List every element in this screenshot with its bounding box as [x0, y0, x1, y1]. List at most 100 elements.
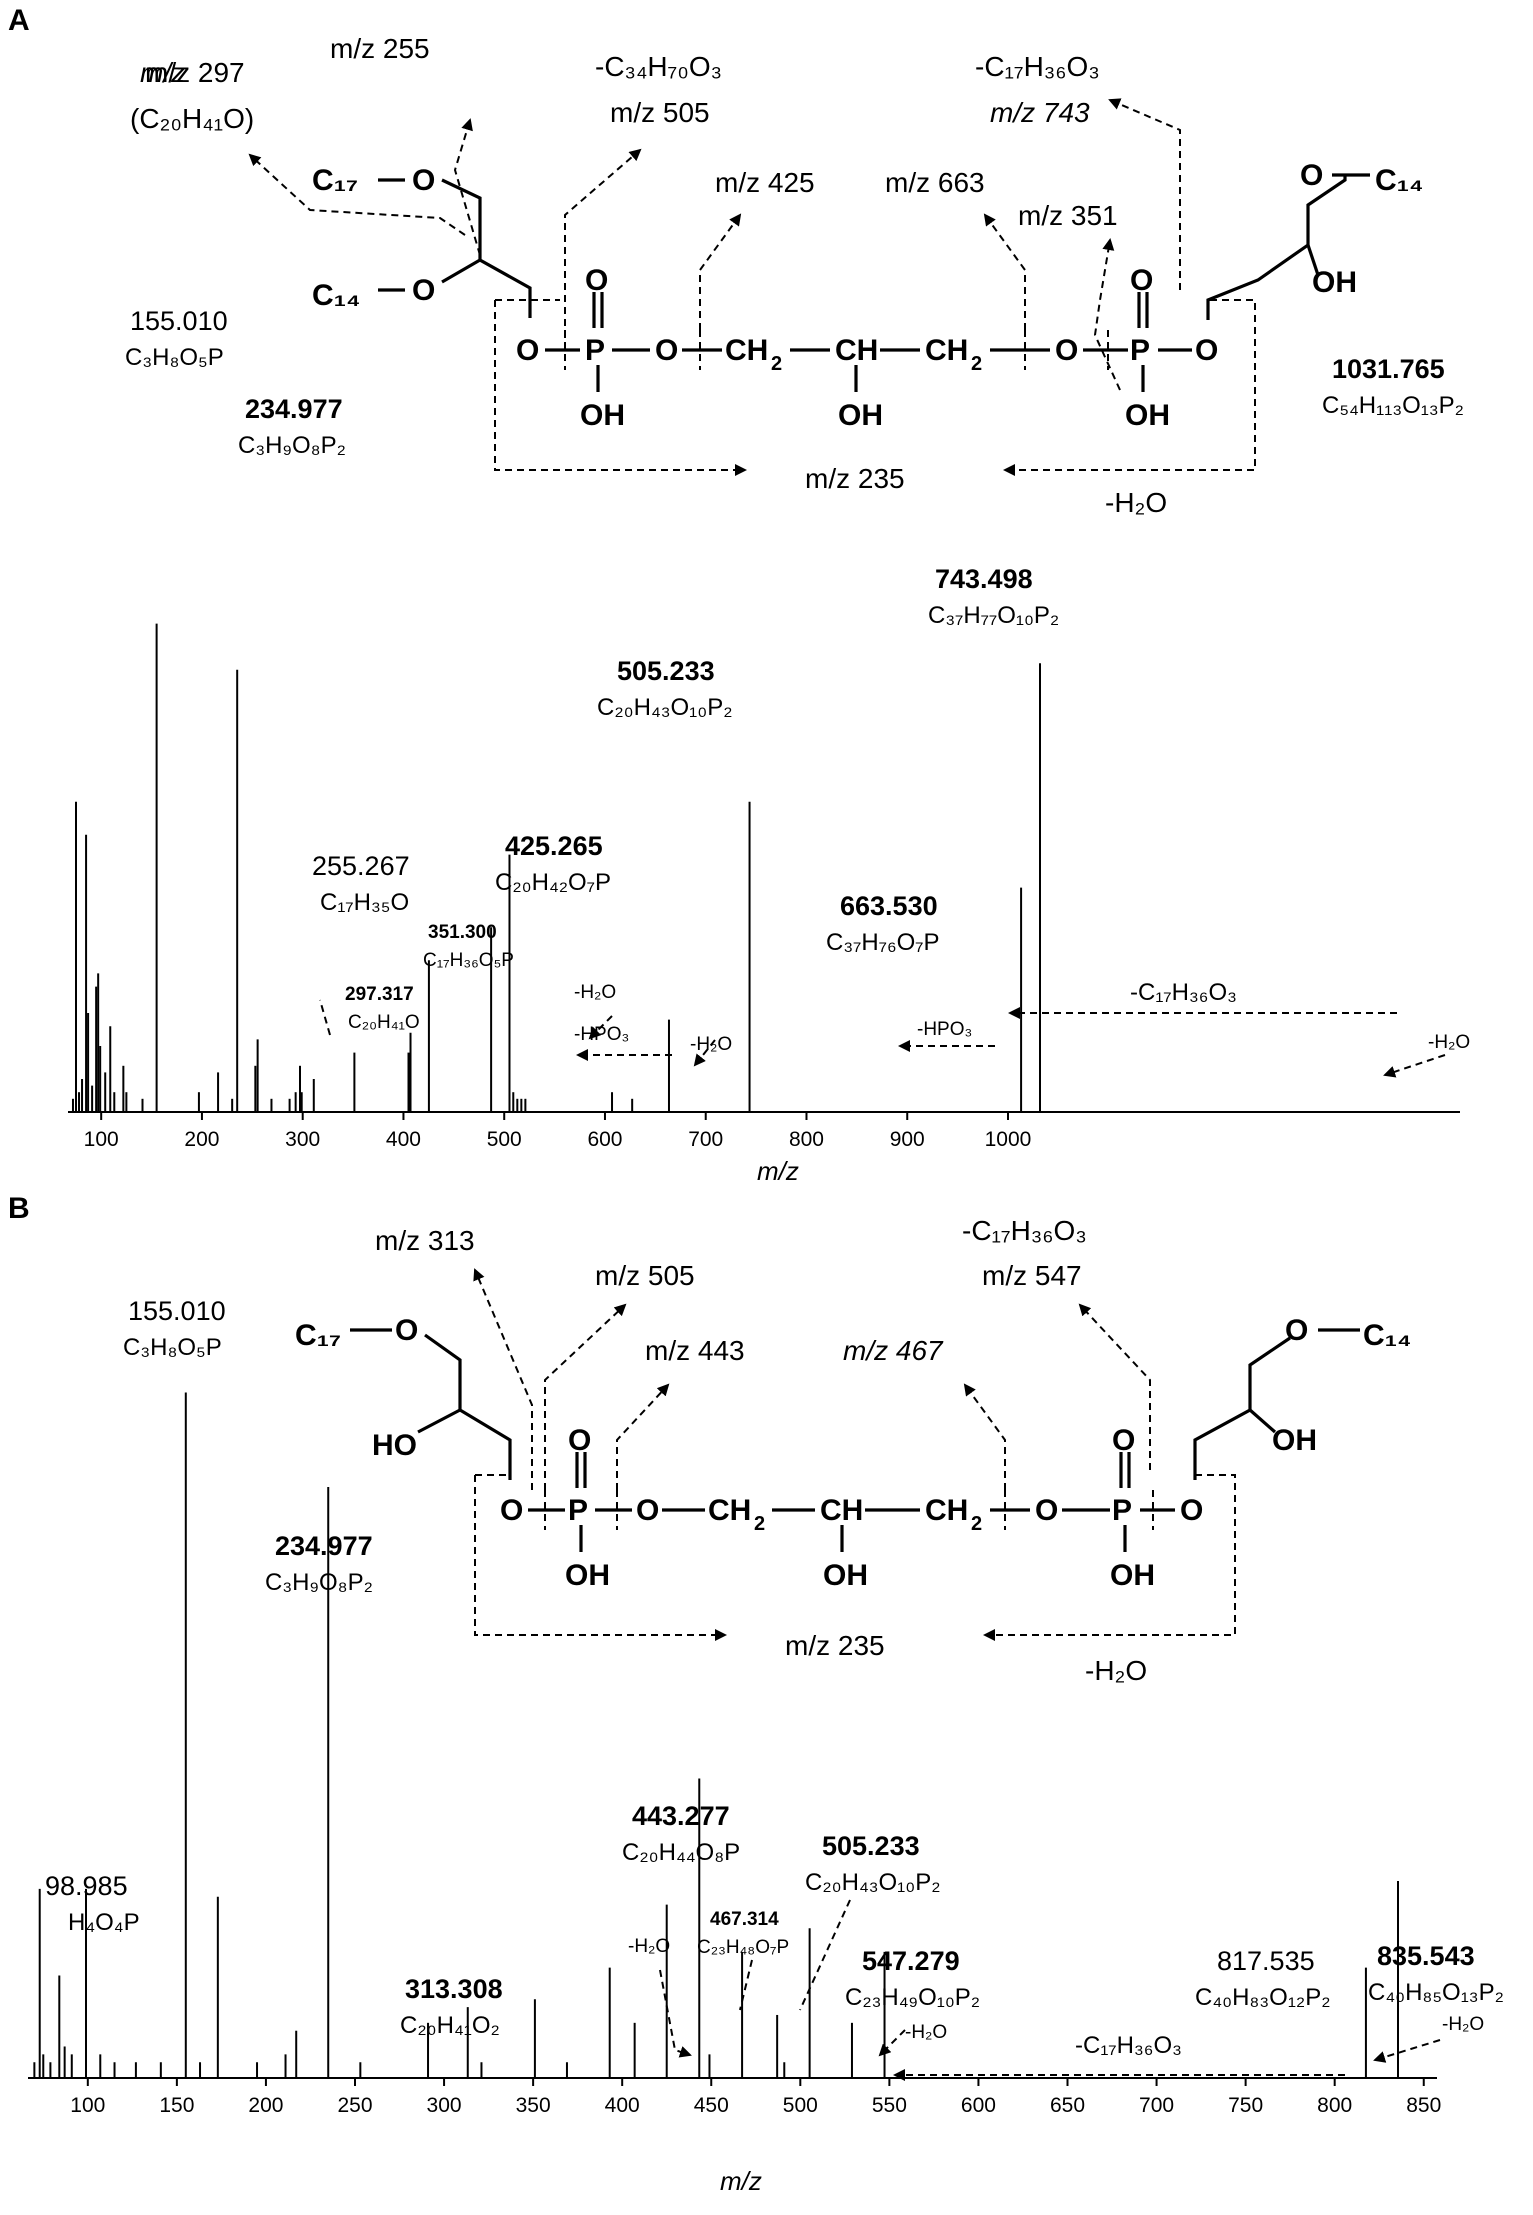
loss-label-a-5: -H₂O [1428, 1032, 1470, 1053]
frag-loss-235-b: -H₂O [1085, 1655, 1147, 1686]
frag-label-547: m/z 547 [982, 1260, 1082, 1291]
peak-formula-a-425: C₂₀H₄₂O₇P [495, 869, 611, 896]
x-tick-label-b-9: 550 [872, 2094, 907, 2117]
peak-label-a-155: 155.010 [130, 306, 228, 336]
x-axis-title-b: m/z [720, 2166, 762, 2196]
svg-text:O: O [585, 264, 608, 297]
svg-text:P: P [585, 334, 605, 367]
panel-letter-a: A [8, 4, 30, 37]
svg-text:O: O [568, 1424, 591, 1457]
x-tick-label-a-6: 700 [688, 1128, 723, 1151]
peak-formula-a-155: C₃H₈O₅P [125, 344, 224, 371]
svg-text:OH: OH [838, 399, 883, 432]
frag-label-743: m/z 743 [990, 97, 1090, 128]
frag-loss-505: -C₃₄H₇₀O₃ [595, 51, 722, 82]
frag-label-663: m/z 663 [885, 167, 985, 198]
peak-formula-a-663: C₃₇H₇₆O₇P [826, 929, 940, 956]
svg-text:m/zm/z 297: m/zm/z 297 [140, 57, 185, 88]
peak-formula-b-313: C₂₀H₄₁O₂ [400, 2012, 500, 2039]
svg-text:OH: OH [565, 1559, 610, 1592]
svg-text:P: P [1112, 1494, 1132, 1527]
panel-letter-b: B [8, 1192, 30, 1225]
svg-text:CH: CH [708, 1494, 751, 1527]
svg-text:OH: OH [823, 1559, 868, 1592]
x-tick-label-b-15: 850 [1406, 2094, 1441, 2117]
x-tick-label-b-3: 250 [337, 2094, 372, 2117]
peak-label-a-297: 297.317 [345, 984, 414, 1005]
svg-text:2: 2 [971, 1513, 982, 1535]
x-tick-label-b-12: 700 [1139, 2094, 1174, 2117]
x-tick-label-b-11: 650 [1050, 2094, 1085, 2117]
svg-text:O: O [516, 334, 539, 367]
chain-c17-b: C₁₇ [295, 1319, 341, 1352]
x-tick-label-b-7: 450 [694, 2094, 729, 2117]
x-tick-label-b-0: 100 [70, 2094, 105, 2117]
svg-text:OH: OH [1110, 1559, 1155, 1592]
svg-text:P: P [568, 1494, 588, 1527]
frag-label-505-b: m/z 505 [595, 1260, 695, 1291]
peak-label-b-313: 313.308 [405, 1974, 503, 2004]
peak-formula-a-1031: C₅₄H₁₁₃O₁₃P₂ [1322, 392, 1464, 419]
peak-formula-a-351: C₁₇H₃₆O₅P [423, 950, 514, 971]
svg-text:O: O [1035, 1494, 1058, 1527]
peak-label-a-1031: 1031.765 [1332, 354, 1445, 384]
svg-text:O: O [1180, 1494, 1203, 1527]
x-tick-label-b-5: 350 [516, 2094, 551, 2117]
svg-text:O: O [1300, 159, 1323, 192]
chain-c14-left: C₁₄ [312, 279, 360, 312]
peak-label-b-505: 505.233 [822, 1831, 920, 1861]
frag-loss-743: -C₁₇H₃₆O₃ [975, 51, 1100, 82]
svg-text:2: 2 [771, 353, 782, 375]
peak-label-b-155: 155.010 [128, 1296, 226, 1326]
frag-label-297: m/z 297 [145, 57, 245, 88]
svg-text:O: O [412, 164, 435, 197]
svg-text:2: 2 [971, 353, 982, 375]
peak-label-a-235: 234.977 [245, 394, 343, 424]
x-tick-label-a-5: 600 [587, 1128, 622, 1151]
peak-label-b-99: 98.985 [45, 1871, 128, 1901]
peak-formula-b-467: C₂₃H₄₈O₇P [697, 1937, 789, 1958]
svg-text:CH: CH [925, 334, 968, 367]
frag-label-255: m/z 255 [330, 33, 430, 64]
loss-label-a-4: -C₁₇H₃₆O₃ [1130, 979, 1237, 1006]
svg-text:O: O [395, 1314, 418, 1347]
frag-label-313: m/z 313 [375, 1225, 475, 1256]
svg-text:O: O [500, 1494, 523, 1527]
peak-label-a-743: 743.498 [935, 564, 1033, 594]
x-tick-label-a-3: 400 [386, 1128, 421, 1151]
frag-label-235: m/z 235 [805, 463, 905, 494]
frag-label-351: m/z 351 [1018, 200, 1118, 231]
svg-text:OH: OH [1312, 266, 1357, 299]
peak-formula-b-155: C₃H₈O₅P [123, 1334, 222, 1361]
svg-text:CH: CH [835, 334, 878, 367]
peak-formula-b-547: C₂₃H₄₉O₁₀P₂ [845, 1984, 980, 2011]
loss-label-b-1: -H₂O [905, 2022, 947, 2043]
svg-text:O: O [1112, 1424, 1135, 1457]
chain-c17: C₁₇ [312, 164, 358, 197]
peak-formula-b-817: C₄₀H₈₃O₁₂P₂ [1195, 1984, 1331, 2011]
x-tick-label-a-1: 200 [184, 1128, 219, 1151]
svg-text:2: 2 [754, 1513, 765, 1535]
x-tick-label-b-8: 500 [783, 2094, 818, 2117]
svg-text:CH: CH [820, 1494, 863, 1527]
peak-label-b-235: 234.977 [275, 1531, 373, 1561]
loss-label-b-0: -H₂O [628, 1936, 670, 1957]
frag-label-425: m/z 425 [715, 167, 815, 198]
peak-formula-a-297: C₂₀H₄₁O [348, 1012, 420, 1033]
svg-text:OH: OH [1125, 399, 1170, 432]
loss-label-a-3: -HPO₃ [917, 1019, 972, 1040]
peak-label-a-351: 351.300 [428, 922, 497, 943]
x-tick-label-b-1: 150 [159, 2094, 194, 2117]
peak-label-a-505: 505.233 [617, 656, 715, 686]
peak-formula-a-255: C₁₇H₃₅O [320, 889, 409, 916]
frag-label-443: m/z 443 [645, 1335, 745, 1366]
peak-formula-b-443: C₂₀H₄₄O₈P [622, 1839, 740, 1866]
peak-label-b-817: 817.535 [1217, 1946, 1315, 1976]
svg-text:O: O [1285, 1314, 1308, 1347]
peak-label-b-835: 835.543 [1377, 1941, 1475, 1971]
frag-loss-235: -H₂O [1105, 487, 1167, 518]
